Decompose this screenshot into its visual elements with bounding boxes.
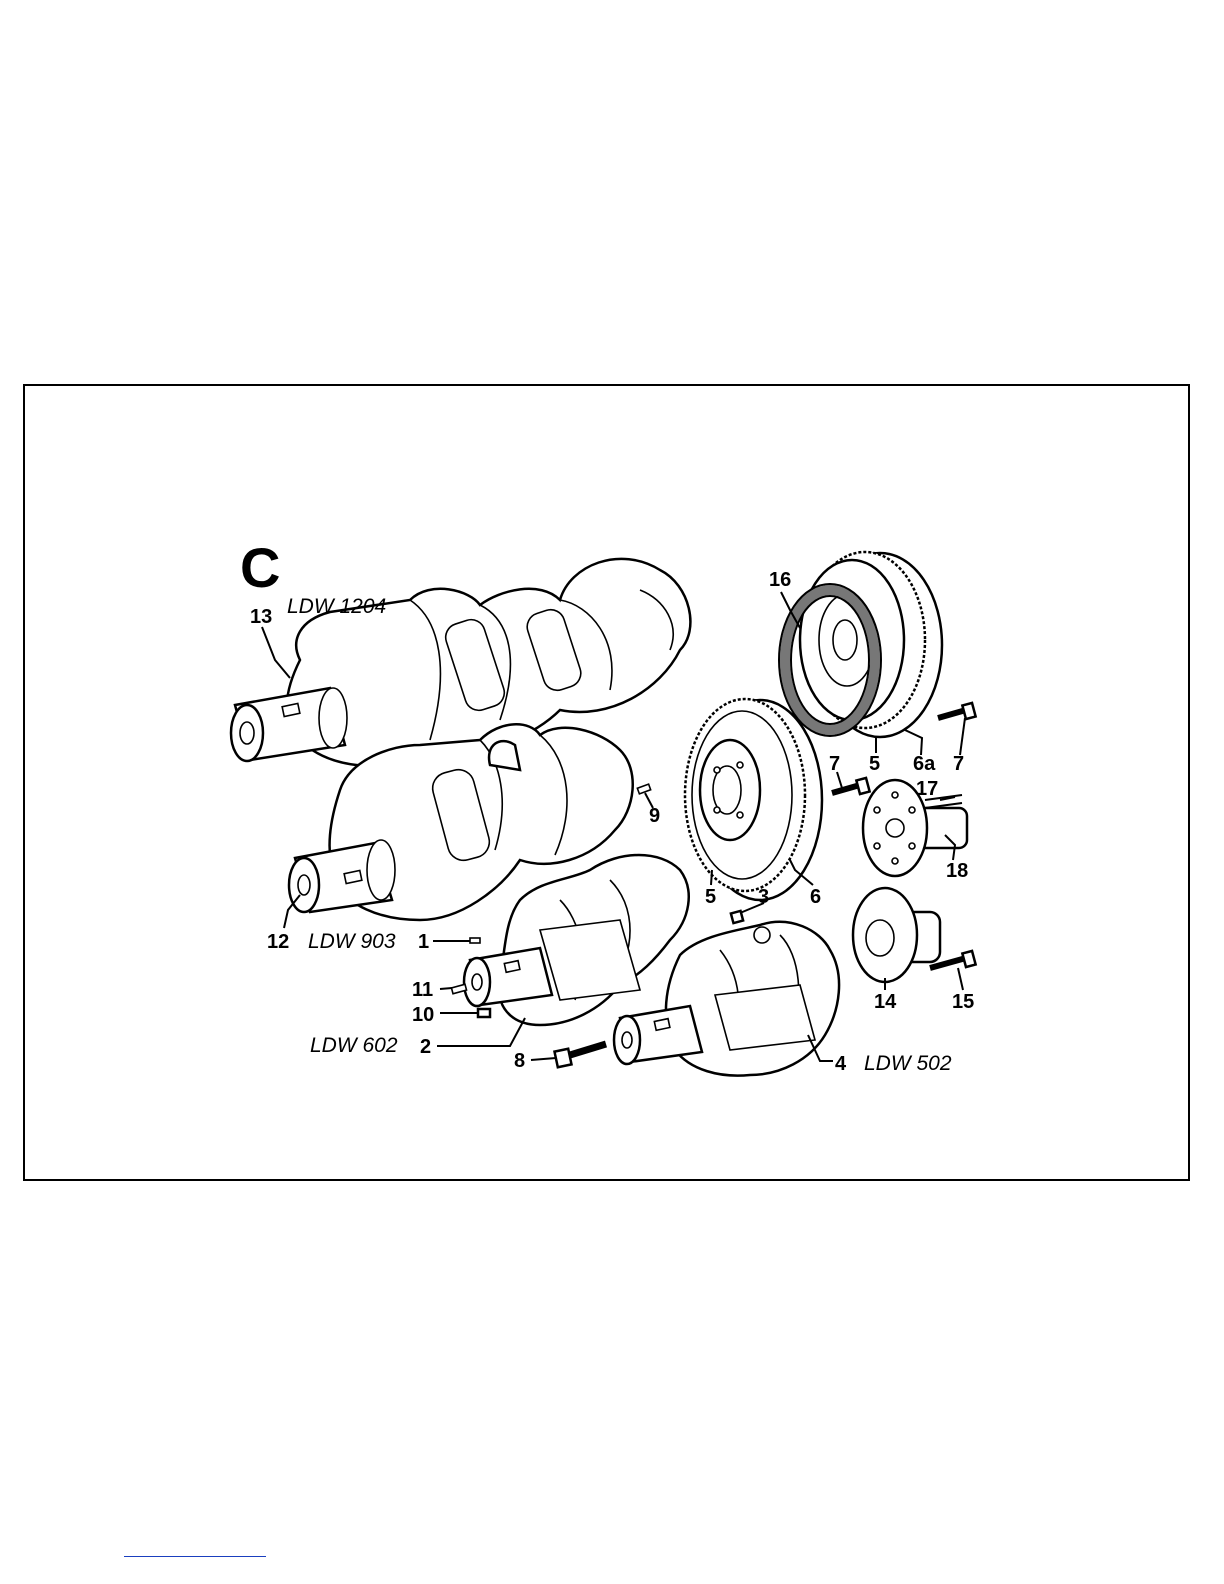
callout-11: 11 [412,979,433,1001]
callout-5-upper: 5 [869,753,880,775]
callout-2: 2 [420,1036,431,1058]
callout-9: 9 [649,805,660,827]
callout-8: 8 [514,1050,525,1072]
model-label-ldw502: LDW 502 [864,1052,952,1075]
bolt-7-lower [832,778,870,794]
model-label-ldw602: LDW 602 [310,1034,398,1057]
bolt-7-upper [938,703,976,719]
footer-rule [124,1556,266,1557]
hub-14 [853,888,940,982]
callout-16: 16 [769,569,791,591]
dowel-1 [470,938,480,943]
callout-14: 14 [874,991,897,1013]
section-letter: C [240,536,280,599]
callout-7-right: 7 [953,753,964,775]
callout-7-left: 7 [829,753,840,775]
callout-12: 12 [267,931,289,953]
flywheel-6 [685,699,822,900]
callout-6a: 6a [913,753,936,775]
model-label-ldw903: LDW 903 [308,930,396,953]
callout-4: 4 [835,1053,847,1075]
callout-10: 10 [412,1004,434,1026]
callout-3: 3 [758,886,769,908]
dowel-9 [637,784,650,794]
callout-15: 15 [952,991,974,1013]
crankshaft-ldw1204 [231,559,690,766]
callout-5-lower: 5 [705,886,716,908]
key-10 [478,1009,490,1017]
callout-18: 18 [946,860,968,882]
callout-1: 1 [418,931,429,953]
model-label-ldw1204: LDW 1204 [287,595,386,618]
callout-13: 13 [250,606,272,628]
bolt-8 [554,1044,606,1067]
callout-17: 17 [916,778,938,800]
callout-6: 6 [810,886,821,908]
